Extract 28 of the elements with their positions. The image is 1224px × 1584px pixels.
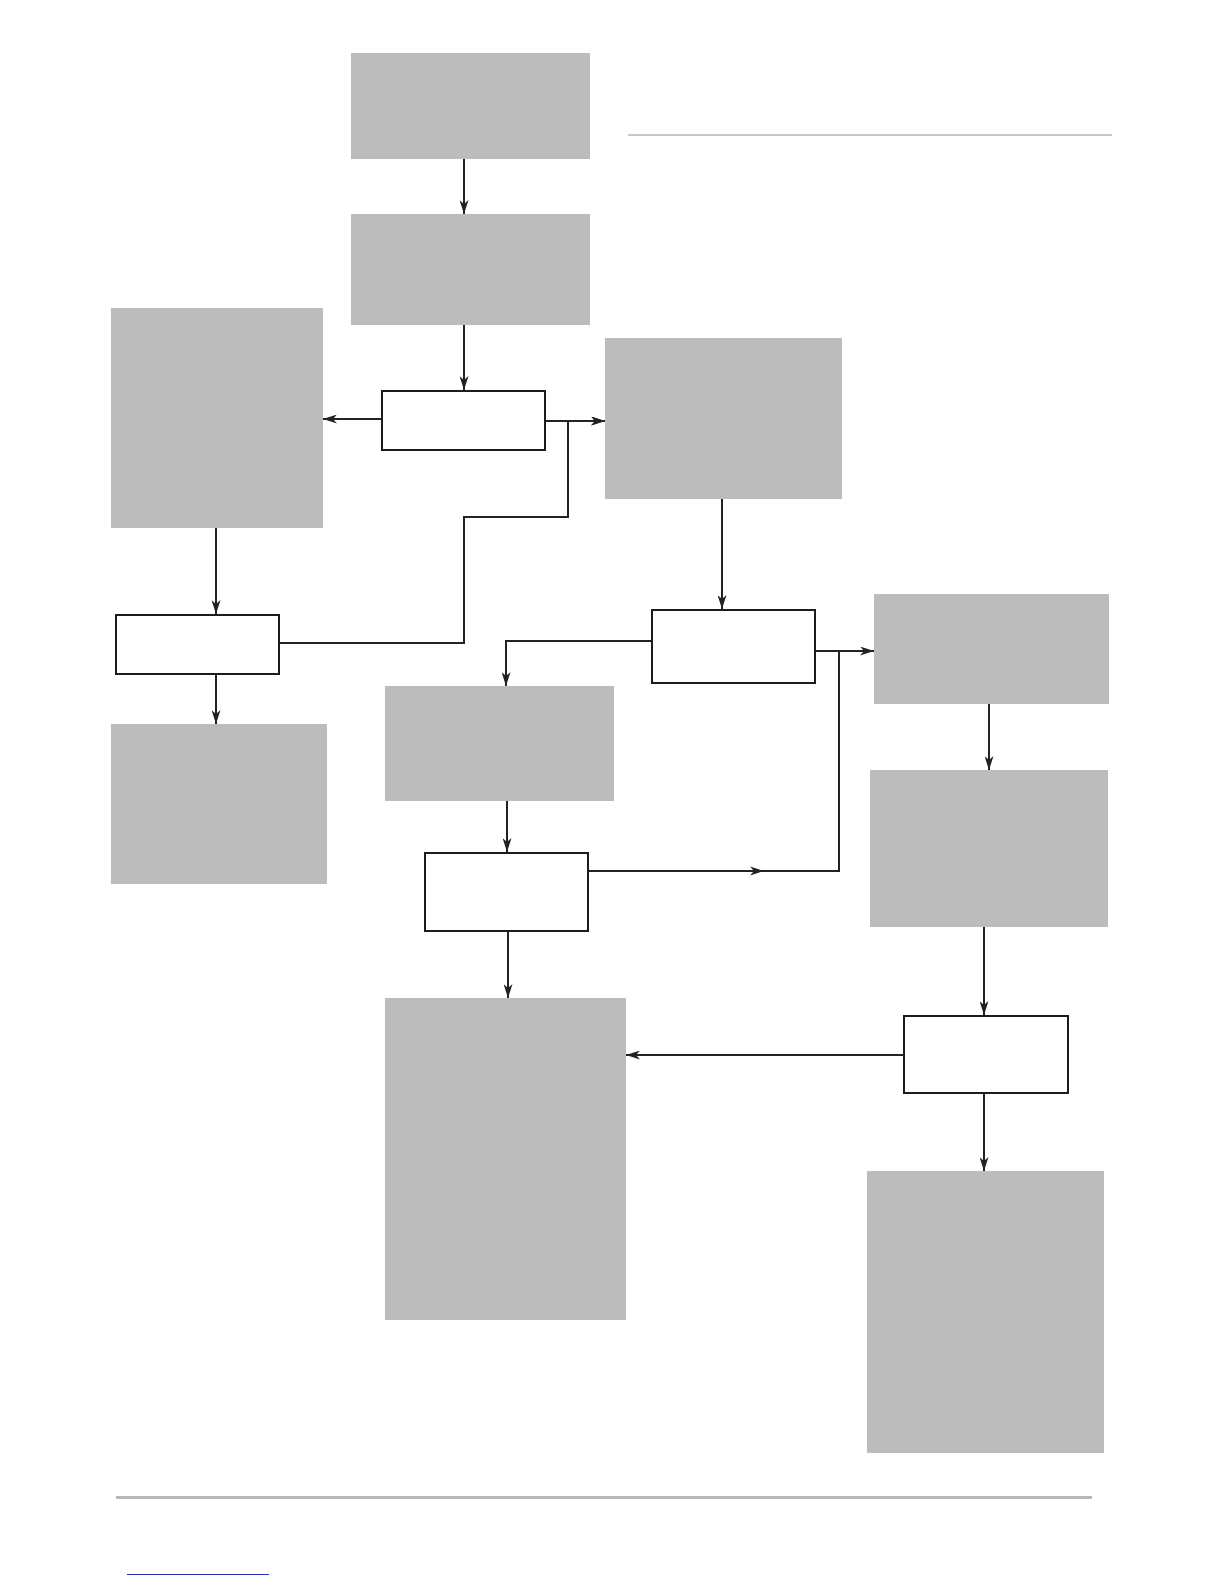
shaded-box bbox=[351, 214, 590, 325]
arrow bbox=[502, 800, 512, 853]
shaded-box bbox=[385, 686, 614, 801]
outlined-box bbox=[903, 1015, 1069, 1094]
arrow bbox=[717, 498, 727, 610]
shaded-box bbox=[870, 770, 1108, 927]
outlined-box bbox=[381, 390, 546, 451]
arrow bbox=[984, 703, 994, 771]
outlined-box bbox=[115, 614, 280, 675]
shaded-box bbox=[874, 594, 1109, 704]
shaded-box bbox=[605, 338, 842, 499]
shaded-box bbox=[351, 53, 590, 159]
arrow bbox=[459, 158, 469, 215]
shaded-box bbox=[111, 308, 323, 528]
arrow bbox=[322, 414, 382, 424]
shaded-box bbox=[385, 998, 626, 1320]
arrow bbox=[979, 926, 989, 1016]
arrow bbox=[459, 324, 469, 391]
shaded-box bbox=[111, 724, 327, 884]
arrow bbox=[211, 527, 221, 615]
arrow bbox=[503, 931, 513, 999]
outlined-box bbox=[651, 609, 816, 684]
arrow bbox=[625, 1050, 904, 1060]
arrow bbox=[211, 674, 221, 725]
outlined-box bbox=[424, 852, 589, 932]
arrow bbox=[979, 1093, 989, 1172]
arrow bbox=[501, 640, 652, 687]
shaded-box bbox=[867, 1171, 1104, 1453]
